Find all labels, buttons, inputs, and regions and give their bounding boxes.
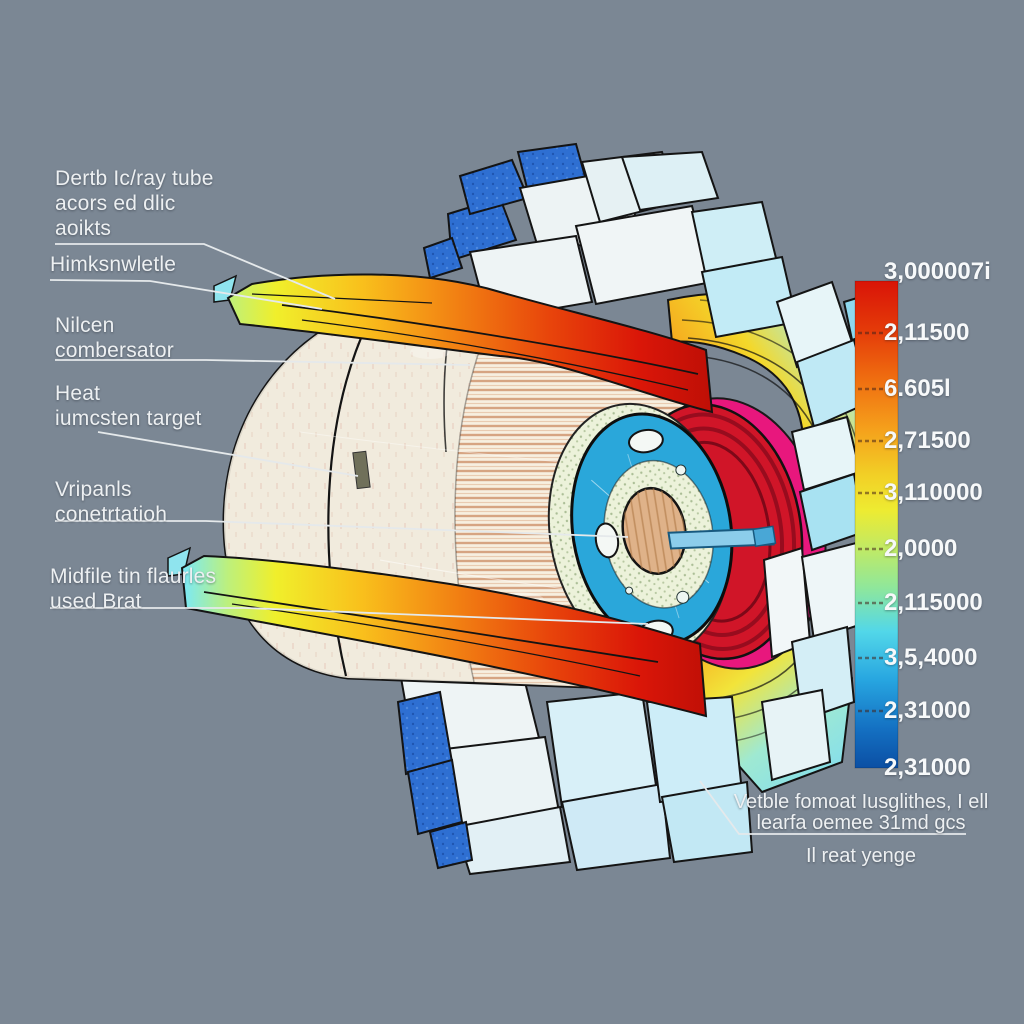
bolt-blob	[628, 428, 664, 454]
label-xray-tube: Dertb Ic/ray tube acors ed dlic aoikts	[55, 166, 214, 241]
leader-label-1	[55, 243, 336, 300]
shards-right	[760, 280, 878, 782]
leader-label-2	[49, 279, 323, 310]
leader-bottom-note	[699, 780, 966, 835]
label-line: acors ed dlic	[55, 192, 176, 215]
leader-label-4	[97, 431, 359, 477]
colorbar-value: 2,31000	[884, 754, 971, 781]
label-cover: Himksnwletle	[50, 252, 176, 277]
color-scale-ticks	[858, 331, 886, 713]
colorbar-value: 2,71500	[884, 427, 971, 454]
fragments-top	[422, 142, 799, 339]
label-line: Himksnwletle	[50, 253, 177, 276]
leader-label-5	[55, 520, 629, 538]
colorbar-value: 6.605l	[884, 375, 951, 402]
target-rod	[352, 450, 371, 490]
label-line: aoikts	[55, 217, 112, 240]
colorbar-value: 2,31000	[884, 697, 971, 724]
label-middle-tin: Midfile tin flaurles used Brat	[50, 564, 216, 614]
colorbar-value: 3,000007i	[884, 258, 991, 285]
leader-label-3	[55, 359, 471, 366]
leader-lines	[49, 243, 966, 835]
label-line: Midfile tin flaurles	[50, 565, 217, 588]
bolt-blob	[594, 522, 620, 559]
label-line: used Brat	[50, 590, 142, 613]
fragments-bottom	[396, 660, 754, 876]
colorbar-value: 2,115000	[884, 589, 983, 616]
thermal-band-bottom	[167, 546, 708, 718]
label-line: Nilcen	[55, 314, 115, 337]
label-line: Dertb Ic/ray tube	[55, 167, 214, 190]
label-line: Heat	[55, 382, 101, 405]
shaft-pointer	[667, 527, 775, 550]
label-heat-target: Heat iumcsten target	[55, 381, 202, 431]
note-line: Vetble fomoat Iusglithes, I ell	[733, 791, 989, 813]
color-scale-bar	[854, 280, 899, 769]
label-line: Vripanls	[55, 478, 132, 501]
thermal-band-top	[213, 273, 714, 414]
note-bottom-right: Vetble fomoat Iusglithes, I ell learfa o…	[702, 792, 1020, 867]
label-line: combersator	[55, 339, 174, 362]
colorbar-value: 2,0000	[884, 535, 958, 562]
label-windings: Vripanls conetrtatioh	[55, 477, 167, 527]
color-scale	[854, 280, 899, 769]
note-line: learfa oemee 31md gcs	[756, 812, 966, 834]
label-compensator: Nilcen combersator	[55, 313, 174, 363]
colorbar-value: 3,5,4000	[884, 644, 978, 671]
label-line: conetrtatioh	[55, 503, 168, 526]
colorbar-value: 2,11500	[884, 319, 970, 346]
label-line: iumcsten target	[55, 407, 202, 430]
end-cap-assembly	[547, 397, 827, 670]
leader-label-6	[50, 607, 649, 625]
note-caption: Il reat yenge	[805, 845, 917, 867]
colorbar-value: 3,110000	[884, 479, 983, 506]
